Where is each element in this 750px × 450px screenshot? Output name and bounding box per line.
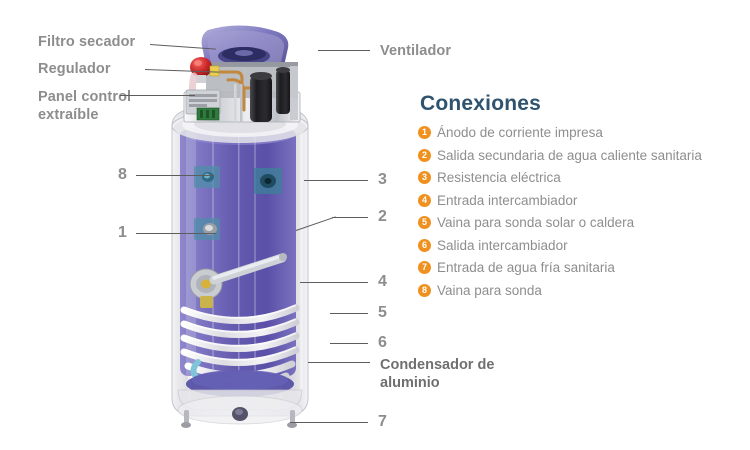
coil-highlights	[185, 304, 297, 361]
legend-badge-1: 1	[418, 126, 431, 139]
callout-1: 1	[118, 224, 127, 241]
legend-label-2: Salida secundaria de agua caliente sanit…	[437, 147, 702, 163]
callout-7: 7	[378, 413, 387, 430]
legend-label-6: Salida intercambiador	[437, 237, 568, 253]
compressor-units	[250, 67, 290, 122]
legend-list: 1 Ánodo de corriente impresa 2 Salida se…	[418, 123, 744, 300]
label-filtro-secador: Filtro secador	[38, 34, 136, 50]
leader-callout-3	[304, 180, 368, 181]
leader-callout-4	[300, 282, 368, 283]
legend-item-1: 1 Ánodo de corriente impresa	[418, 123, 744, 142]
legend-label-5: Vaina para sonda solar o caldera	[437, 215, 635, 230]
callout-2: 2	[378, 208, 387, 225]
legend-item-5: 5 Vaina para sonda solar o caldera	[418, 213, 744, 232]
inner-tank	[180, 123, 296, 376]
callout-6: 6	[378, 334, 387, 351]
label-panel-control-extraible: Panel control extraíble	[38, 89, 132, 124]
legend-label-8: Vaina para sonda	[437, 282, 542, 298]
port-anodo	[194, 218, 220, 240]
fan-cowl	[201, 25, 289, 67]
legend-item-4: 4 Entrada intercambiador	[418, 191, 744, 210]
legend-badge-8: 8	[418, 283, 431, 297]
leader-callout-6	[330, 343, 368, 344]
leader-ventilador	[318, 50, 370, 51]
legend-badge-7: 7	[418, 261, 431, 274]
leader-callout-8	[136, 175, 214, 176]
legend-label-4: Entrada intercambiador	[437, 192, 578, 208]
legend-badge-3: 3	[418, 171, 431, 184]
port-resistencia	[254, 168, 282, 194]
label-regulador: Regulador	[38, 61, 111, 77]
leader-panel-control	[120, 95, 195, 96]
electric-heater-flange	[189, 253, 287, 308]
tank-base	[177, 370, 303, 428]
leader-callout-5	[330, 313, 368, 314]
callout-3: 3	[378, 171, 387, 188]
legend-label-1: Ánodo de corriente impresa	[437, 125, 603, 140]
legend-title: Conexiones	[420, 92, 542, 115]
legend-badge-2: 2	[418, 148, 431, 162]
label-condensador-de-aluminio: Condensador de aluminio	[380, 357, 495, 392]
callout-5: 5	[378, 304, 387, 321]
connections-legend: Conexiones 1 Ánodo de corriente impresa …	[418, 92, 744, 303]
port-vaina-sonda	[194, 166, 220, 188]
legend-item-3: 3 Resistencia eléctrica	[418, 168, 744, 187]
leader-callout-2	[332, 217, 368, 218]
callout-4: 4	[378, 273, 387, 290]
label-ventilador: Ventilador	[380, 43, 452, 59]
leader-callout-7	[290, 422, 368, 423]
leader-callout-1	[136, 233, 216, 234]
legend-item-7: 7 Entrada de agua fría sanitaria	[418, 258, 744, 277]
legend-badge-6: 6	[418, 238, 431, 252]
legend-item-6: 6 Salida intercambiador	[418, 236, 744, 255]
legend-label-7: Entrada de agua fría sanitaria	[437, 260, 615, 275]
legend-badge-4: 4	[418, 193, 431, 207]
leader-condensador	[308, 362, 370, 363]
product-illustration	[171, 25, 309, 428]
tank-ports	[194, 166, 282, 240]
callout-8: 8	[118, 166, 127, 183]
heat-pump-module	[183, 25, 301, 123]
legend-item-2: 2 Salida secundaria de agua caliente san…	[418, 146, 744, 165]
legend-badge-5: 5	[418, 216, 431, 229]
legend-item-8: 8 Vaina para sonda	[418, 281, 744, 300]
legend-label-3: Resistencia eléctrica	[437, 170, 561, 185]
